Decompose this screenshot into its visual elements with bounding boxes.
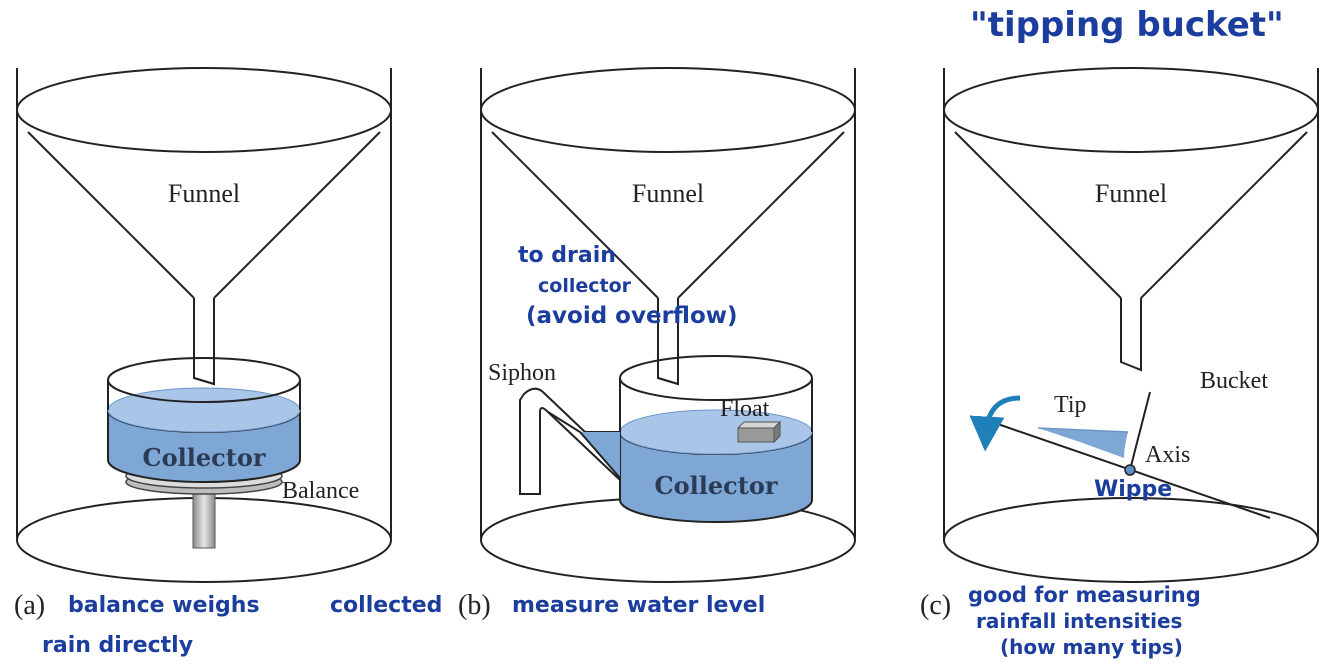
caption-b-note: measure water level bbox=[512, 593, 765, 618]
bucket-label: Bucket bbox=[1200, 368, 1268, 394]
caption-a-note-1: balance weighs bbox=[68, 593, 260, 618]
funnel-label-c: Funnel bbox=[1095, 179, 1167, 208]
collector-b bbox=[619, 355, 813, 523]
gauge-c-funnel bbox=[954, 131, 1308, 372]
tipping-bucket bbox=[991, 391, 1271, 519]
note-drain-1: to drain bbox=[518, 243, 616, 268]
tip-label: Tip bbox=[1054, 392, 1086, 418]
caption-a-note-1b: collected bbox=[330, 593, 442, 618]
gauge-b: Funnel Collector Siphon Float to drain c… bbox=[480, 67, 856, 583]
note-wippe: Wippe bbox=[1094, 477, 1172, 502]
caption-a-prefix: (a) bbox=[14, 590, 45, 621]
collector-label-b: Collector bbox=[655, 471, 778, 500]
gauge-c-cylinder bbox=[943, 67, 1319, 583]
gauge-a: Funnel Collector Balance bbox=[16, 67, 392, 583]
axis-label: Axis bbox=[1145, 442, 1190, 468]
balance-label: Balance bbox=[282, 478, 359, 504]
note-title: "tipping bucket" bbox=[970, 5, 1284, 45]
caption-c-note-2: rainfall intensities bbox=[976, 609, 1182, 633]
siphon bbox=[519, 387, 621, 495]
funnel-label-b: Funnel bbox=[632, 179, 704, 208]
caption-c-note-3: (how many tips) bbox=[1000, 635, 1183, 659]
note-drain-3: (avoid overflow) bbox=[526, 303, 738, 329]
note-drain-2: collector bbox=[538, 275, 632, 297]
pivot-axis-dot bbox=[1124, 464, 1136, 476]
funnel-label-a: Funnel bbox=[168, 179, 240, 208]
float-label: Float bbox=[720, 396, 770, 422]
siphon-label: Siphon bbox=[488, 360, 556, 386]
tip-direction-arrow bbox=[969, 395, 1021, 452]
caption-c-prefix: (c) bbox=[920, 590, 951, 621]
collector-a bbox=[107, 344, 301, 483]
caption-a-note-2: rain directly bbox=[42, 633, 193, 658]
collector-label-a: Collector bbox=[143, 443, 266, 472]
caption-b-prefix: (b) bbox=[458, 590, 491, 621]
captions: (a) balance weighs collected rain direct… bbox=[14, 583, 1201, 659]
gauge-a-funnel bbox=[27, 131, 381, 386]
float bbox=[736, 420, 782, 444]
gauge-c: Funnel Tip Bucket Axis Wippe "tipping bu… bbox=[943, 5, 1319, 583]
caption-c-note-1: good for measuring bbox=[968, 583, 1201, 607]
